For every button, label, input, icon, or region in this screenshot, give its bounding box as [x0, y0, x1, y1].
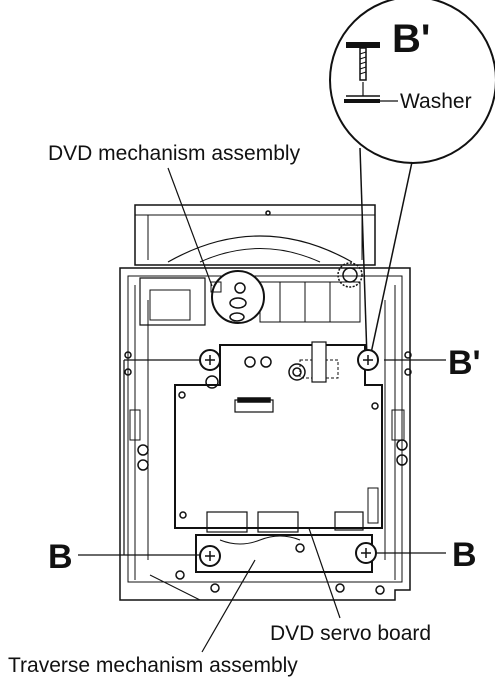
dvd-mechanism-leader: [167, 167, 213, 287]
dvd-servo-board-label: DVD servo board: [270, 622, 431, 645]
traverse-mechanism-label: Traverse mechanism assembly: [8, 654, 298, 677]
servo-board: [174, 344, 383, 529]
disc-arc: [167, 235, 353, 263]
callout-pointer-left: [359, 147, 368, 359]
b-right-label: B: [452, 536, 477, 574]
gear-icon: [337, 262, 363, 288]
screw-b-prime-right-icon: [357, 349, 379, 371]
tray-top: [134, 204, 376, 266]
traverse-leader: [201, 559, 256, 653]
b-prime-label: B': [448, 344, 481, 382]
screw-b-right-icon: [355, 542, 377, 564]
b-left-label: B: [48, 538, 73, 576]
mechanism-drawing: [119, 204, 412, 601]
detail-b-prime-label: B': [392, 17, 430, 61]
detail-circle: [329, 0, 495, 164]
detail-callout: Washer B': [329, 0, 495, 359]
dvd-mechanism-label: DVD mechanism assembly: [48, 142, 301, 165]
washer-label: Washer: [400, 90, 472, 113]
screw-b-prime-left-icon: [199, 349, 221, 371]
screw-b-left-icon: [199, 545, 221, 567]
cam-wheel: [211, 270, 265, 324]
chassis-outer: [119, 267, 411, 601]
screw-detail-icon: [346, 42, 380, 96]
callout-pointer-right: [369, 161, 413, 359]
traverse-block: [195, 534, 373, 573]
washer-icon: [344, 95, 380, 103]
